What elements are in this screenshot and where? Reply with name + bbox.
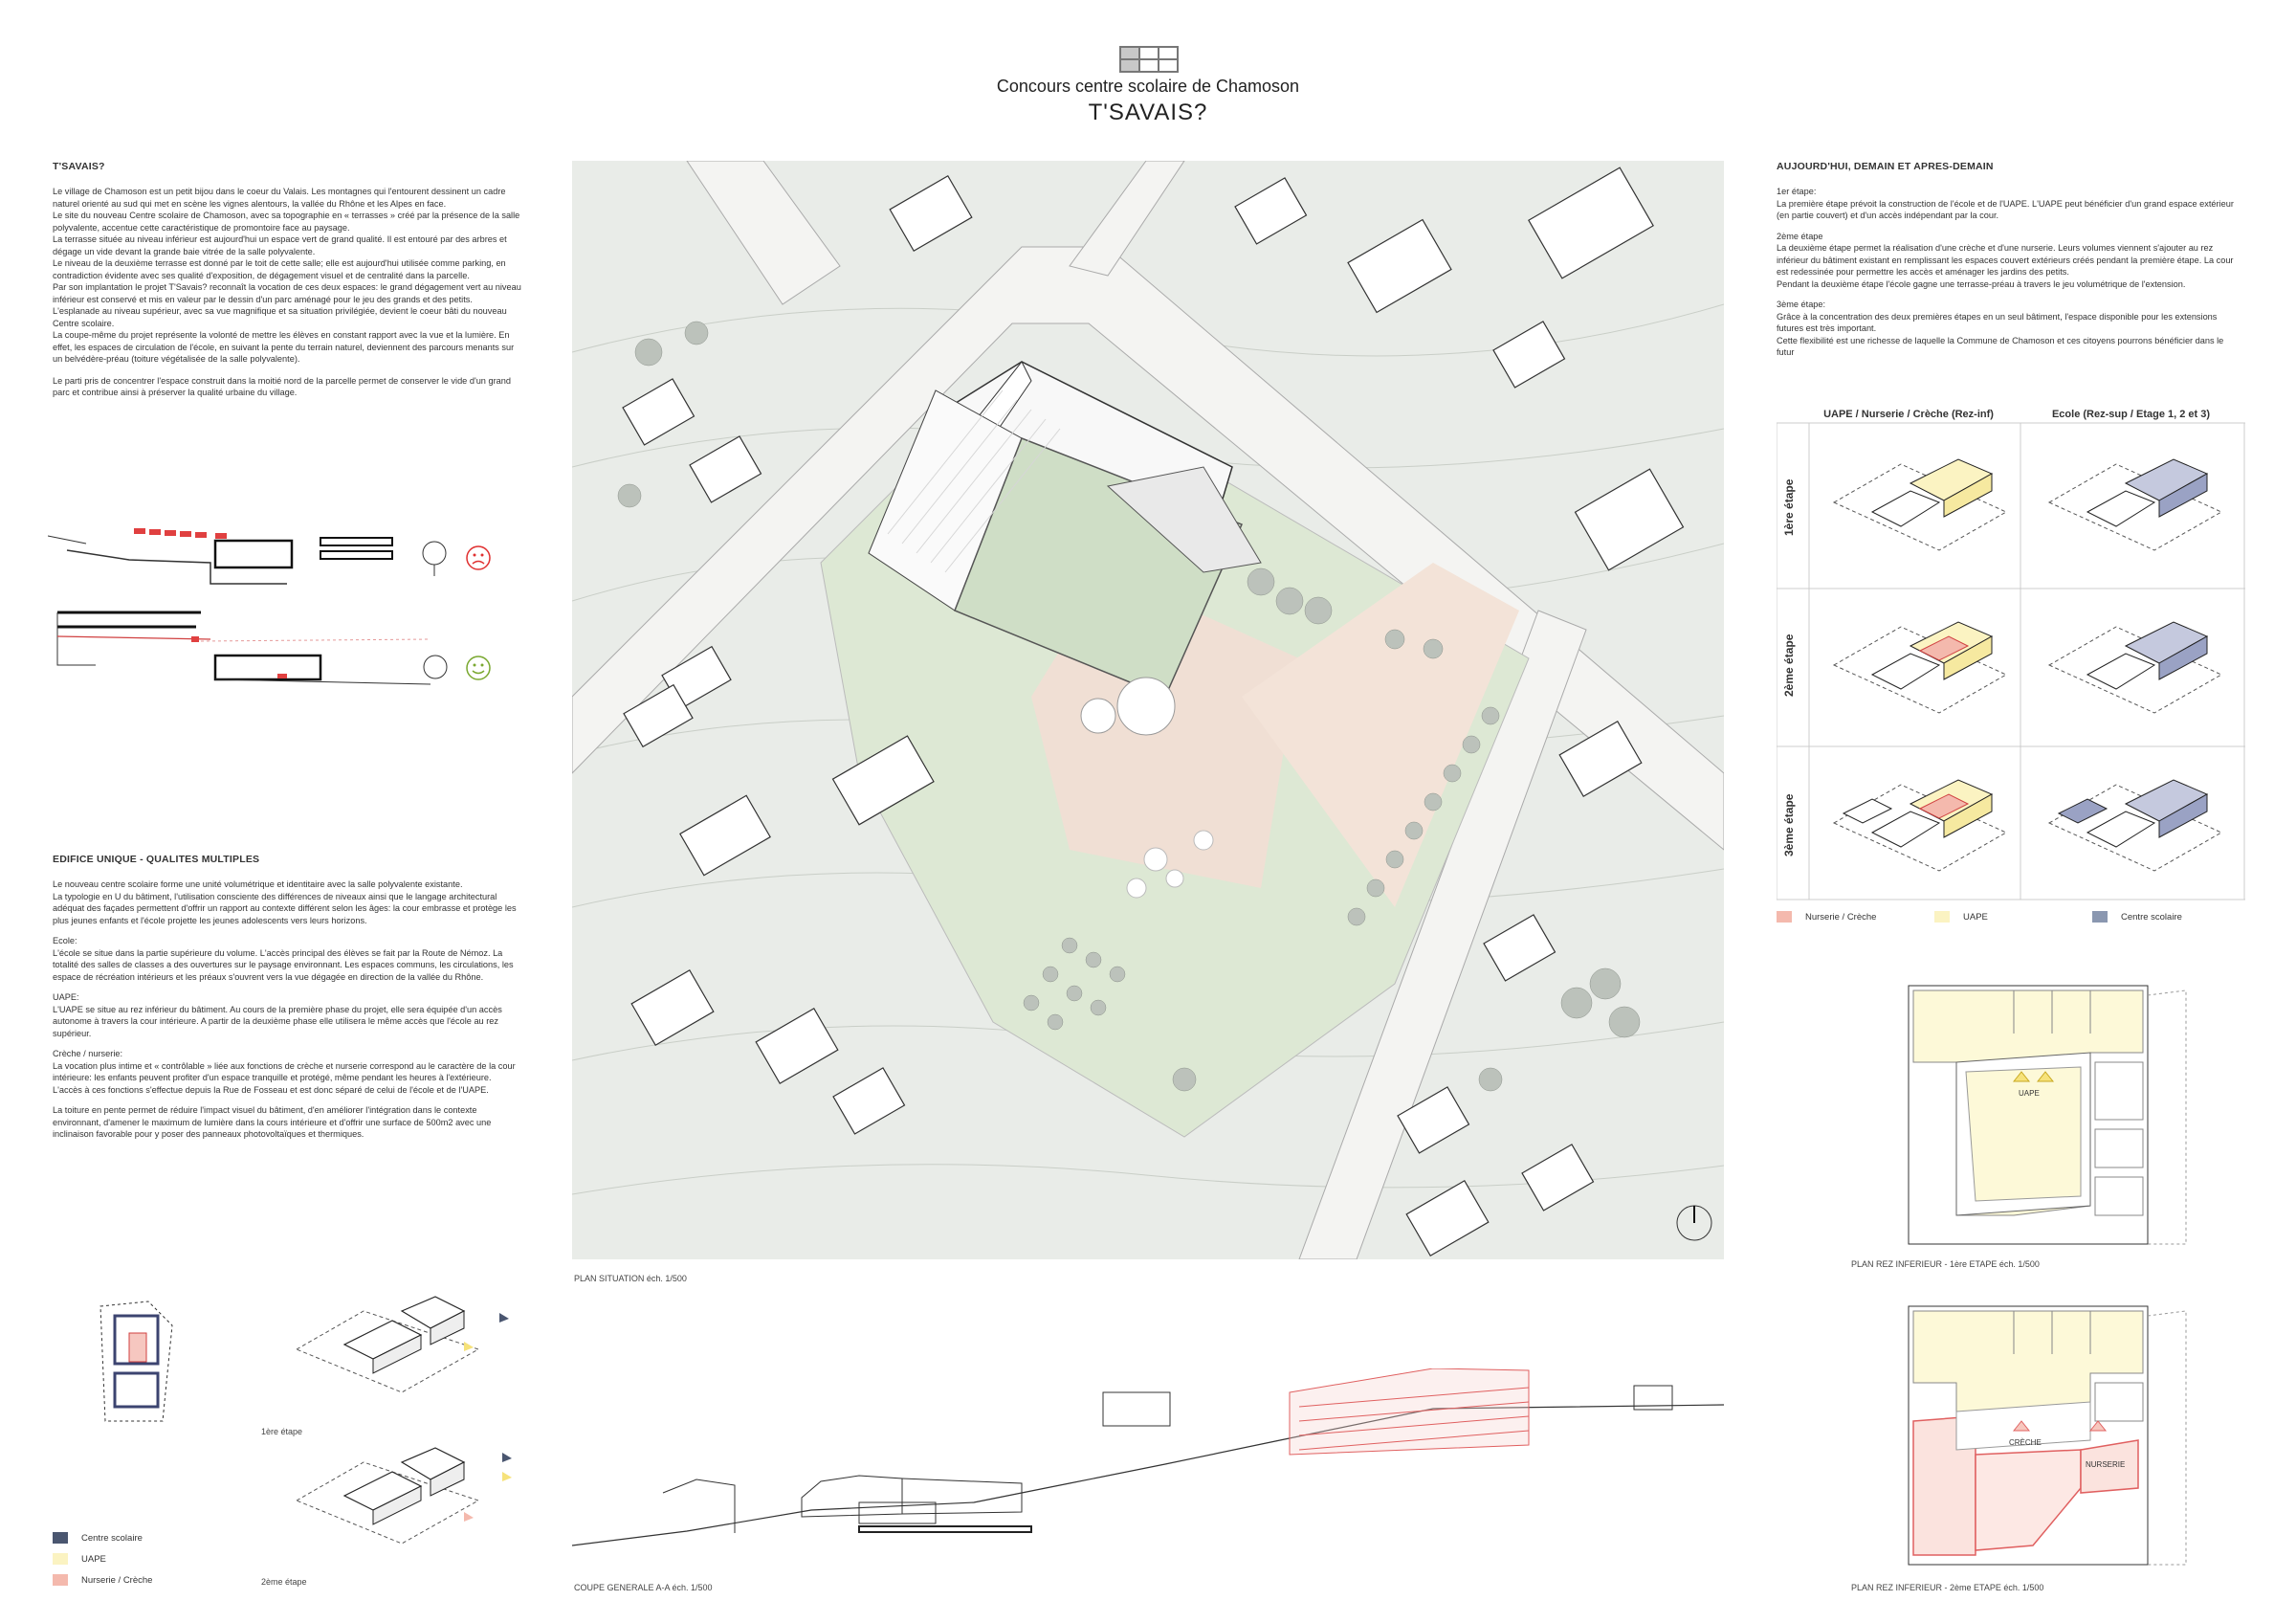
section-title: EDIFICE UNIQUE - QUALITES MULTIPLES: [53, 854, 260, 865]
right-text: AUJOURD'HUI, DEMAIN ET APRES-DEMAIN 1er …: [1777, 161, 2243, 367]
paragraph: L'école se situe dans la partie supérieu…: [53, 947, 514, 982]
legend-label: Centre scolaire: [81, 1532, 143, 1544]
legend-swatch: [2092, 911, 2108, 923]
mini-plan: [99, 1301, 173, 1422]
paragraph: La première étape prévoit la constructio…: [1777, 198, 2234, 221]
paragraph: Pendant la deuxième étape l'école gagne …: [1777, 278, 2186, 289]
matrix-row-label: 3ème étape: [1782, 793, 1796, 856]
matrix-column-header: UAPE / Nurserie / Crèche (Rez-inf): [1823, 409, 1994, 420]
legend-item: UAPE: [53, 1553, 152, 1565]
paragraph: Le site du nouveau Centre scolaire de Ch…: [53, 211, 520, 233]
legend-swatch: [53, 1553, 68, 1565]
floor-plan-2-caption: PLAN REZ INFERIEUR - 2ème ETAPE éch. 1/5…: [1851, 1583, 2044, 1592]
paragraph: Le niveau de la deuxième terrasse est do…: [53, 258, 506, 280]
logo: [1119, 46, 1179, 73]
concept-sketch: [48, 528, 491, 685]
competition-subtitle: Concours centre scolaire de Chamoson: [996, 77, 1300, 96]
axonometric-stage-2: [295, 1447, 512, 1545]
section-body: Le nouveau centre scolaire forme une uni…: [53, 878, 521, 1141]
site-plan: [572, 161, 1724, 1259]
paragraph: Cette flexibilité est une richesse de la…: [1777, 335, 2224, 358]
legend-label: Nurserie / Crèche: [1805, 911, 1877, 923]
site-plan-caption: PLAN SITUATION éch. 1/500: [574, 1274, 687, 1283]
legend-label: UAPE: [1963, 911, 1988, 923]
legend-item: Centre scolaire: [53, 1532, 152, 1544]
paragraph: Par son implantation le projet T'Savais?…: [53, 282, 521, 328]
legend-swatch: [1934, 911, 1950, 923]
legend-label: UAPE: [81, 1553, 106, 1565]
legend-item: UAPE: [1934, 911, 2092, 923]
legend-item: Nurserie / Crèche: [53, 1574, 152, 1586]
floor-plan-1-caption: PLAN REZ INFERIEUR - 1ère ETAPE éch. 1/5…: [1851, 1259, 2040, 1269]
legend-label: Centre scolaire: [2121, 911, 2182, 923]
stage-2-label: 2ème étape: [261, 1577, 307, 1587]
paragraph: 1er étape:: [1777, 187, 1817, 196]
uape-room-label: UAPE: [2019, 1089, 2040, 1098]
paragraph: 3ème étape:: [1777, 300, 1826, 309]
paragraph: Crèche / nurserie:: [53, 1049, 123, 1058]
section-title: AUJOURD'HUI, DEMAIN ET APRES-DEMAIN: [1777, 161, 1994, 172]
creche-room-label: CRÈCHE: [2009, 1438, 2042, 1447]
phasing-matrix: [1777, 422, 2245, 900]
left-text-section-1: T'SAVAIS? Le village de Chamoson est un …: [53, 161, 521, 408]
legend-swatch: [53, 1574, 68, 1586]
project-title: T'SAVAIS?: [1088, 100, 1208, 125]
matrix-row-label: 2ème étape: [1782, 634, 1796, 697]
section-body: Le village de Chamoson est un petit bijo…: [53, 186, 521, 399]
general-section: [572, 1368, 1724, 1546]
paragraph: L'UAPE se situe au rez inférieur du bâti…: [53, 1004, 502, 1038]
paragraph: La typologie en U du bâtiment, l'utilisa…: [53, 891, 517, 925]
legend-swatch: [53, 1532, 68, 1544]
stage-1-label: 1ère étape: [261, 1427, 303, 1436]
paragraph: Le nouveau centre scolaire forme une uni…: [53, 879, 463, 889]
floor-plan-stage-1: UAPE: [1908, 985, 2187, 1245]
section-caption: COUPE GENERALE A-A éch. 1/500: [574, 1583, 713, 1592]
axonometric-stage-1: [295, 1296, 509, 1393]
paragraph: La coupe-même du projet représente la vo…: [53, 330, 515, 364]
paragraph: La terrasse située au niveau inférieur e…: [53, 234, 507, 256]
matrix-column-header: Ecole (Rez-sup / Etage 1, 2 et 3): [2051, 409, 2211, 420]
paragraph: UAPE:: [53, 992, 79, 1002]
legend-label: Nurserie / Crèche: [81, 1574, 153, 1586]
paragraph: 2ème étape: [1777, 231, 1823, 241]
paragraph: Le parti pris de concentrer l'espace con…: [53, 375, 511, 398]
paragraph: La deuxième étape permet la réalisation …: [1777, 243, 2234, 277]
paragraph: Ecole:: [53, 936, 77, 945]
legend-item: Centre scolaire: [2092, 911, 2182, 923]
legend-item: Nurserie / Crèche: [1777, 911, 1934, 923]
matrix-row-label: 1ère étape: [1782, 478, 1796, 536]
nurserie-room-label: NURSERIE: [2086, 1460, 2125, 1469]
paragraph: L'accès à ces fonctions s'effectue depui…: [53, 1084, 489, 1095]
paragraph: Grâce à la concentration des deux premiè…: [1777, 311, 2218, 334]
paragraph: La toiture en pente permet de réduire l'…: [53, 1105, 492, 1139]
floor-plan-stage-2: CRÈCHE NURSERIE: [1908, 1305, 2187, 1566]
section-title: T'SAVAIS?: [53, 161, 105, 172]
right-legend: Nurserie / Crèche UAPE Centre scolaire: [1777, 911, 2245, 923]
left-text-section-2: EDIFICE UNIQUE - QUALITES MULTIPLES Le n…: [53, 854, 521, 1149]
paragraph: Le village de Chamoson est un petit bijo…: [53, 187, 506, 209]
left-legend: Centre scolaire UAPE Nurserie / Crèche: [53, 1532, 152, 1586]
legend-swatch: [1777, 911, 1792, 923]
section-body: 1er étape: La première étape prévoit la …: [1777, 186, 2243, 359]
paragraph: La vocation plus intime et « contrôlable…: [53, 1060, 516, 1083]
